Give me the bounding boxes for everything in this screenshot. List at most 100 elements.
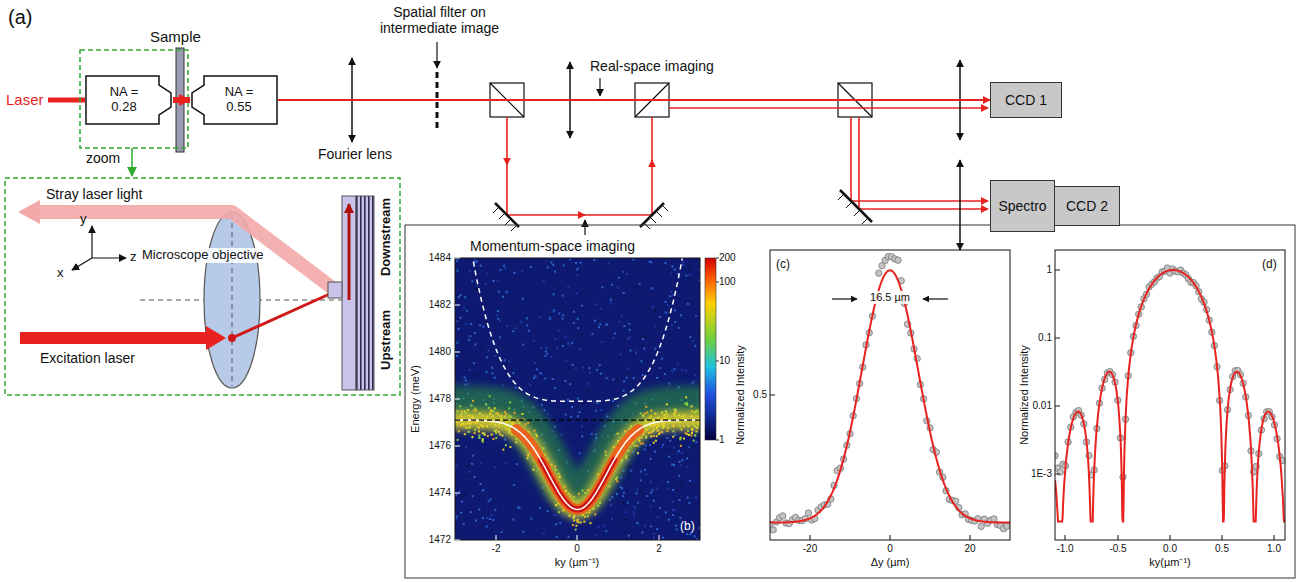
plot-stroke bbox=[810, 535, 811, 540]
beam-connector bbox=[173, 97, 190, 103]
noise-dot bbox=[653, 500, 655, 502]
noise-dot bbox=[577, 271, 579, 273]
noise-dot bbox=[656, 487, 658, 489]
noise-dot bbox=[508, 407, 510, 409]
data-point bbox=[770, 527, 776, 533]
noise-dot bbox=[694, 445, 696, 447]
plot-stroke bbox=[496, 535, 497, 540]
noise-dot bbox=[486, 371, 488, 373]
noise-dot bbox=[645, 336, 647, 338]
noise-dot bbox=[562, 345, 564, 347]
noise-dot bbox=[522, 531, 524, 533]
noise-dot bbox=[482, 489, 484, 491]
noise-dot bbox=[507, 528, 509, 530]
plot-stroke bbox=[1118, 535, 1119, 540]
noise-dot bbox=[599, 357, 601, 359]
noise-dot bbox=[639, 265, 641, 267]
noise-dot bbox=[628, 285, 630, 287]
noise-dot bbox=[474, 332, 476, 334]
noise-dot bbox=[693, 301, 695, 303]
noise-dot bbox=[568, 367, 570, 369]
noise-dot bbox=[542, 355, 544, 357]
noise-dot bbox=[502, 435, 504, 437]
objective-axis bbox=[232, 214, 233, 386]
plot-stroke bbox=[577, 535, 578, 540]
noise-dot bbox=[564, 336, 566, 338]
noise-dot bbox=[533, 340, 535, 342]
plot-stroke bbox=[455, 258, 460, 259]
noise-dot bbox=[688, 434, 690, 436]
noise-dot bbox=[492, 372, 494, 374]
noise-dot bbox=[689, 274, 691, 276]
noise-dot bbox=[579, 411, 581, 413]
noise-dot bbox=[471, 280, 473, 282]
noise-dot bbox=[645, 437, 647, 439]
noise-dot bbox=[689, 336, 691, 338]
noise-dot bbox=[582, 366, 584, 368]
noise-dot bbox=[670, 291, 672, 293]
noise-dot bbox=[669, 334, 671, 336]
noise-dot bbox=[673, 464, 675, 466]
noise-dot bbox=[691, 405, 693, 407]
node-text: NA = 0.28 bbox=[102, 85, 146, 115]
noise-dot bbox=[679, 438, 681, 440]
noise-dot bbox=[541, 404, 543, 406]
noise-dot bbox=[662, 450, 664, 452]
exciton-line bbox=[455, 420, 700, 421]
noise-dot bbox=[694, 535, 696, 537]
plot-stroke bbox=[970, 535, 971, 540]
noise-dot bbox=[660, 353, 662, 355]
noise-dot bbox=[530, 266, 532, 268]
microscope-objective bbox=[204, 212, 260, 388]
panel-letter: (a) bbox=[8, 6, 32, 29]
noise-dot bbox=[502, 449, 504, 451]
noise-dot bbox=[651, 489, 653, 491]
noise-dot bbox=[556, 284, 558, 286]
noise-dot bbox=[674, 434, 676, 436]
noise-dot bbox=[610, 299, 612, 301]
noise-dot bbox=[649, 261, 651, 263]
plot-stroke bbox=[1055, 406, 1060, 407]
noise-dot bbox=[575, 525, 577, 527]
noise-dot bbox=[577, 318, 579, 320]
width-arrow bbox=[832, 298, 857, 299]
noise-dot bbox=[573, 311, 575, 313]
noise-dot bbox=[688, 446, 690, 448]
noise-dot bbox=[685, 275, 687, 277]
tick-label: 1E-3 bbox=[1031, 468, 1052, 480]
noise-dot bbox=[564, 305, 566, 307]
beam-label: Stray laser light bbox=[46, 186, 142, 202]
beam-label: Excitation laser bbox=[40, 350, 135, 366]
noise-dot bbox=[650, 492, 652, 494]
noise-dot bbox=[469, 471, 471, 473]
noise-dot bbox=[618, 321, 620, 323]
noise-dot bbox=[505, 484, 507, 486]
noise-dot bbox=[606, 377, 608, 379]
noise-dot bbox=[527, 422, 529, 424]
noise-dot bbox=[499, 433, 501, 435]
noise-dot bbox=[547, 510, 549, 512]
noise-dot bbox=[639, 283, 641, 285]
noise-dot bbox=[547, 413, 549, 415]
sample-ledge bbox=[328, 282, 342, 298]
noise-dot bbox=[513, 372, 515, 374]
noise-dot bbox=[539, 316, 541, 318]
noise-dot bbox=[687, 455, 689, 457]
noise-dot bbox=[650, 313, 652, 315]
noise-dot bbox=[650, 458, 652, 460]
noise-dot bbox=[579, 348, 581, 350]
noise-dot bbox=[549, 316, 551, 318]
spectrometer-box: Spectro bbox=[990, 180, 1055, 232]
noise-dot bbox=[616, 477, 618, 479]
plot-stroke bbox=[455, 352, 460, 353]
noise-dot bbox=[456, 355, 458, 357]
tick-label: 0.5 bbox=[1215, 543, 1229, 555]
noise-dot bbox=[467, 409, 469, 411]
noise-dot bbox=[630, 350, 632, 352]
noise-dot bbox=[463, 523, 465, 525]
noise-dot bbox=[665, 301, 667, 303]
noise-dot bbox=[665, 511, 667, 513]
noise-dot bbox=[576, 274, 578, 276]
noise-dot bbox=[497, 280, 499, 282]
noise-dot bbox=[514, 529, 516, 531]
